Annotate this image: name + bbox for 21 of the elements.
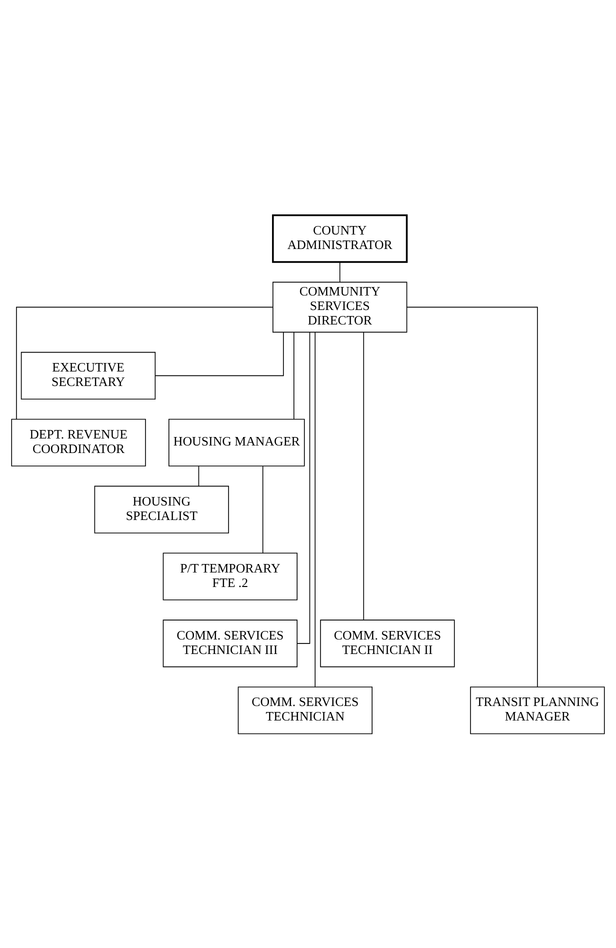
connector [339,261,340,282]
node-box: DEPT. REVENUE COORDINATOR [11,418,146,466]
connector [314,331,316,687]
node-box: P/T TEMPORARY FTE .2 [162,552,298,600]
connector [155,331,284,376]
node-box: COUNTY ADMINISTRATOR [272,214,408,262]
node-box: COMM. SERVICES TECHNICIAN II [320,619,455,667]
connector [16,306,274,419]
node-box: EXECUTIVE SECRETARY [20,351,156,399]
node-box: COMM. SERVICES TECHNICIAN III [162,619,298,667]
connector [296,331,310,644]
node-box: HOUSING MANAGER [168,418,305,466]
connector [293,331,294,420]
node-box: COMM. SERVICES TECHNICIAN [238,686,373,734]
connector [406,306,538,687]
connector [262,465,264,554]
node-box: TRANSIT PLANNING MANAGER [470,686,605,734]
connector [198,465,200,486]
node-box: COMMUNITY SERVICES DIRECTOR [272,281,408,332]
connector [363,331,364,620]
node-box: HOUSING SPECIALIST [94,485,229,533]
